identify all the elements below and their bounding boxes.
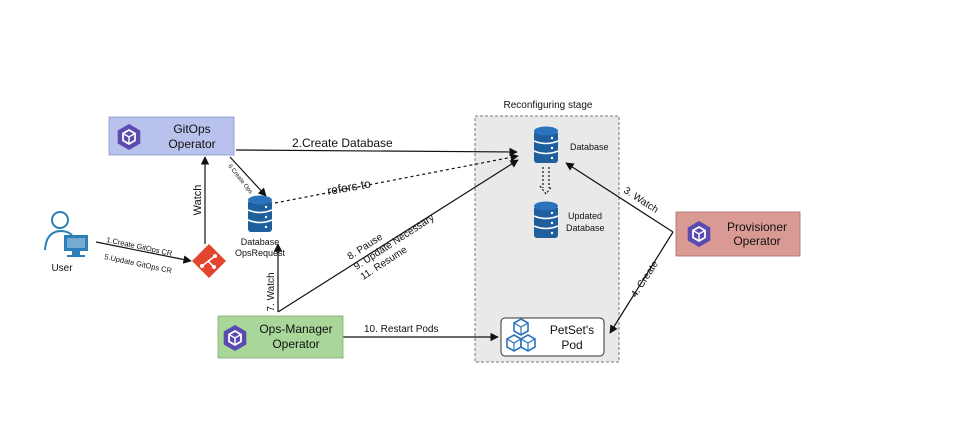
gitops-operator-label-1: GitOps bbox=[173, 122, 210, 136]
database-icon bbox=[247, 194, 273, 233]
petset-pod-node[interactable]: PetSet's Pod bbox=[500, 317, 605, 357]
label-refers-to: refers to bbox=[326, 176, 372, 197]
petset-pod-label-2: Pod bbox=[561, 338, 582, 352]
git-repository-node[interactable] bbox=[192, 244, 226, 278]
edge-create-ops bbox=[229, 156, 267, 197]
ops-request-label-1: Database bbox=[241, 237, 280, 247]
edge-watch-provisioner bbox=[565, 162, 674, 233]
label-create-provisioner: 4. Create bbox=[629, 259, 661, 300]
database-icon bbox=[533, 200, 559, 239]
cube-icon bbox=[513, 318, 529, 336]
database-icon bbox=[533, 125, 559, 164]
user-label: User bbox=[51, 263, 73, 274]
edge-pause-update bbox=[277, 159, 519, 313]
label-watch-gitops: Watch bbox=[192, 185, 204, 216]
ops-manager-operator-label-1: Ops-Manager bbox=[259, 322, 332, 336]
edge-create-database bbox=[235, 147, 518, 157]
provisioner-operator-label-1: Provisioner bbox=[727, 220, 787, 234]
ops-request-node[interactable]: Database OpsRequest bbox=[235, 194, 286, 259]
edges bbox=[95, 147, 674, 342]
database-label: Database bbox=[570, 142, 609, 152]
ops-manager-operator-label-2: Operator bbox=[272, 337, 319, 351]
label-watch-ops: 7. Watch bbox=[266, 272, 277, 311]
edge-create-provisioner bbox=[609, 231, 674, 334]
user-icon bbox=[44, 211, 88, 257]
stage-title: Reconfiguring stage bbox=[504, 100, 593, 111]
gitops-operator-node[interactable]: GitOps Operator bbox=[108, 116, 235, 156]
ops-request-label-2: OpsRequest bbox=[235, 248, 286, 258]
updated-database-label-2: Database bbox=[566, 223, 605, 233]
edge-create-cr bbox=[95, 241, 192, 264]
edge-database-update bbox=[539, 167, 553, 195]
petset-pod-label-1: PetSet's bbox=[550, 323, 594, 337]
label-create-database: 2.Create Database bbox=[292, 136, 393, 150]
database-node[interactable]: Database bbox=[533, 125, 609, 164]
cube-icon bbox=[520, 334, 536, 352]
updated-database-node[interactable]: Updated Database bbox=[533, 200, 605, 239]
provisioner-operator-node[interactable]: Provisioner Operator bbox=[675, 211, 801, 257]
gitops-operator-label-2: Operator bbox=[168, 137, 215, 151]
label-restart-pods: 10. Restart Pods bbox=[364, 324, 438, 335]
updated-database-label-1: Updated bbox=[568, 211, 602, 221]
ops-manager-operator-node[interactable]: Ops-Manager Operator bbox=[217, 315, 344, 359]
cube-icon bbox=[506, 334, 522, 352]
edge-refers-to bbox=[274, 153, 519, 204]
user-node[interactable]: User bbox=[44, 211, 88, 274]
provisioner-operator-label-2: Operator bbox=[733, 234, 780, 248]
